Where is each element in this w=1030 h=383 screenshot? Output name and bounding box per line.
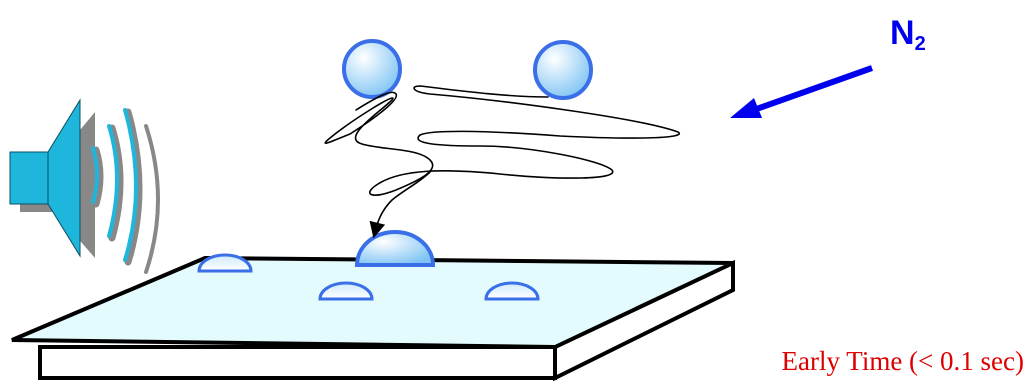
- speaker-icon: [9, 98, 95, 258]
- n2-label: N2: [890, 16, 926, 54]
- molecule-icon: [342, 39, 593, 100]
- droplet-icon: [197, 230, 540, 301]
- n2-subscript: 2: [914, 33, 926, 55]
- early-time-label: Early Time (< 0.1 sec): [781, 346, 1024, 376]
- sound-wave-icon: [91, 108, 160, 274]
- plate: [11, 255, 735, 382]
- molecule-trajectory: [324, 85, 681, 239]
- n2-flow-arrow-icon: [730, 65, 874, 118]
- n2-base: N: [890, 14, 915, 52]
